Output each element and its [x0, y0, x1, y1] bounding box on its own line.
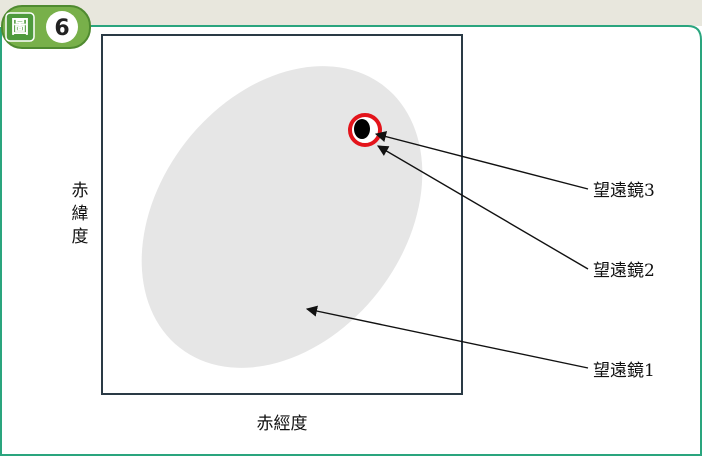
y-axis-char: 緯 [72, 204, 89, 224]
badge-tag-label: 圖 [11, 17, 29, 38]
figure-frame [0, 25, 702, 456]
figure-badge: 圖 6 [1, 5, 91, 49]
y-axis-label: 赤 緯 度 [72, 181, 89, 247]
telescope3-dot [354, 119, 370, 139]
header-band [0, 0, 702, 26]
arrow-telescope3 [374, 131, 589, 190]
label-telescope1: 望遠鏡1 [593, 361, 655, 381]
x-axis-label: 赤經度 [257, 414, 308, 434]
arrow-telescope1 [305, 305, 589, 369]
y-axis-char: 赤 [72, 181, 89, 201]
label-telescope2: 望遠鏡2 [593, 261, 655, 281]
y-axis-char: 度 [72, 227, 89, 247]
figure-number: 6 [54, 16, 69, 41]
arrow-telescope2 [377, 145, 589, 270]
telescope1-region [141, 66, 423, 368]
label-telescope3: 望遠鏡3 [593, 181, 655, 201]
